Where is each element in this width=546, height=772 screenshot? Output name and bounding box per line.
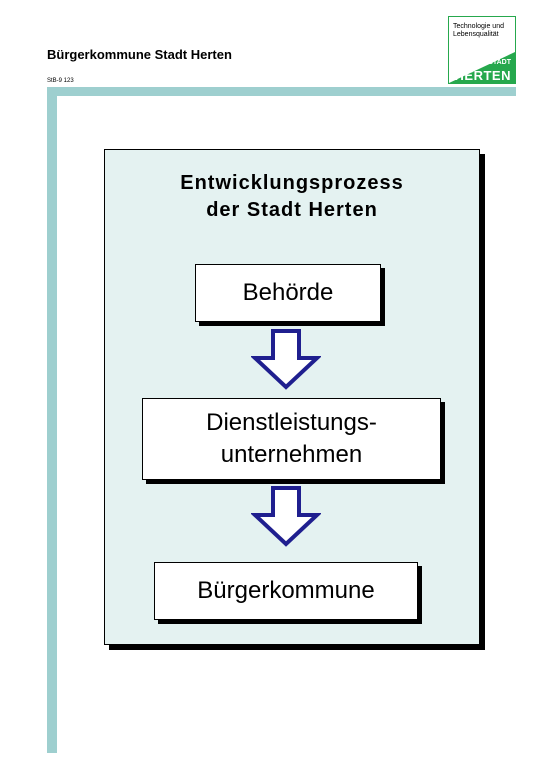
left-accent-bar: [47, 87, 57, 753]
logo-tagline-line2: Lebensqualität: [453, 31, 499, 38]
logo-herten-text: HERTEN: [454, 68, 511, 83]
diagram-heading-line1: Entwicklungsprozess: [180, 172, 404, 194]
page-title: Bürgerkommune Stadt Herten: [47, 47, 232, 62]
top-accent-bar: [47, 87, 516, 96]
diagram-heading-line2: der Stadt Herten: [206, 199, 378, 221]
step-behoerde: Behörde: [195, 264, 381, 322]
logo-tagline-line1: Technologie und: [453, 23, 504, 30]
logo-tagline: Technologie und Lebensqualität: [453, 23, 504, 39]
diagram-heading: Entwicklungsprozess der Stadt Herten: [0, 170, 546, 224]
stadt-herten-logo: Technologie und Lebensqualität STADT HER…: [448, 16, 516, 84]
down-arrow-icon: [251, 486, 321, 547]
document-reference: StB-9 123: [47, 78, 74, 84]
step-dienstleistungsunternehmen: Dienstleistungs- unternehmen: [142, 398, 441, 480]
step-dienstleistungsunternehmen-line1: Dienstleistungs-: [206, 409, 377, 436]
step-buergerkommune-label: Bürgerkommune: [197, 577, 375, 604]
step-buergerkommune: Bürgerkommune: [154, 562, 418, 620]
down-arrow-icon: [251, 329, 321, 390]
step-dienstleistungsunternehmen-line2: unternehmen: [220, 441, 363, 468]
step-behoerde-label: Behörde: [242, 279, 334, 306]
logo-stadt-text: STADT: [488, 59, 511, 66]
